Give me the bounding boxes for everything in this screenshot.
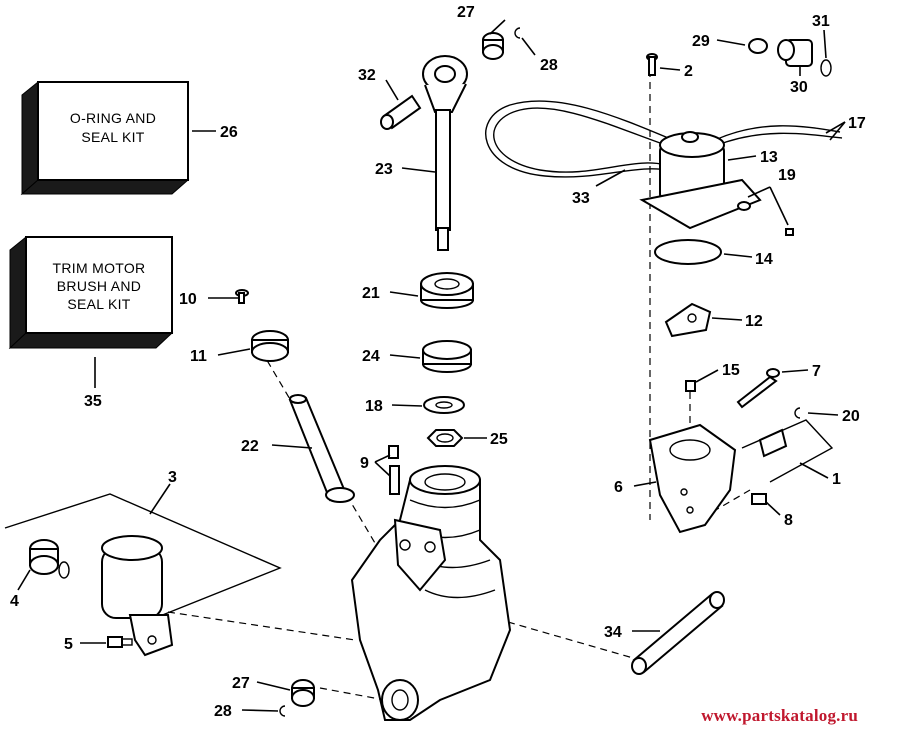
pin-32-part bbox=[380, 94, 422, 130]
callout-27-bottom: 27 bbox=[232, 675, 250, 692]
callout-15: 15 bbox=[722, 362, 740, 379]
callout-4: 4 bbox=[10, 593, 19, 610]
bushing-part bbox=[29, 539, 70, 579]
callout-33: 33 bbox=[572, 190, 590, 207]
callout-12: 12 bbox=[745, 313, 763, 330]
screw-8-part bbox=[751, 493, 767, 505]
callout-21: 21 bbox=[362, 285, 380, 302]
callout-19: 19 bbox=[778, 167, 796, 184]
callout-5: 5 bbox=[64, 636, 73, 653]
oring-seal-kit-box: O-RING AND SEAL KIT bbox=[20, 80, 190, 196]
screw-19-part bbox=[737, 201, 794, 236]
oring-kit-label-line2: SEAL KIT bbox=[81, 129, 144, 145]
bushing-27-bottom-part bbox=[291, 679, 315, 707]
callout-1: 1 bbox=[832, 471, 841, 488]
callout-leaders bbox=[17, 19, 846, 712]
bushing-27-top-part bbox=[482, 32, 504, 60]
callout-9: 9 bbox=[360, 455, 369, 472]
trim-kit-label-line1: TRIM MOTOR bbox=[53, 260, 146, 276]
callout-13: 13 bbox=[760, 149, 778, 166]
callout-8: 8 bbox=[784, 512, 793, 529]
trim-cylinder-housing bbox=[350, 465, 512, 721]
trim-motor-seal-kit-box: TRIM MOTOR BRUSH AND SEAL KIT bbox=[8, 235, 174, 350]
bracket-plane-outline bbox=[4, 493, 282, 621]
callout-28-top: 28 bbox=[540, 57, 558, 74]
callout-31: 31 bbox=[812, 13, 830, 30]
callout-numbers: 26 35 3 4 5 32 23 27 28 21 24 18 25 10 1… bbox=[10, 4, 866, 720]
reservoir-part bbox=[101, 535, 174, 657]
callout-14: 14 bbox=[755, 251, 773, 268]
set-screw-9-part bbox=[388, 445, 400, 495]
pump-6-part bbox=[648, 423, 788, 534]
washer-18-part bbox=[423, 396, 465, 414]
gasket-plane-1 bbox=[741, 419, 834, 483]
screw-10-part bbox=[235, 289, 249, 304]
clip-28-top-part bbox=[514, 27, 521, 39]
callout-32: 32 bbox=[358, 67, 376, 84]
callout-34: 34 bbox=[604, 624, 622, 641]
pin-34-part bbox=[631, 591, 725, 675]
callout-26: 26 bbox=[220, 124, 238, 141]
callout-29: 29 bbox=[692, 33, 710, 50]
filter-12-part bbox=[664, 302, 712, 338]
callout-30: 30 bbox=[790, 79, 808, 96]
oring-14-part bbox=[654, 239, 722, 265]
callout-28-bottom: 28 bbox=[214, 703, 232, 720]
callout-11: 11 bbox=[190, 348, 207, 365]
trim-kit-label-line3: SEAL KIT bbox=[67, 296, 130, 312]
screw-5-part bbox=[107, 636, 133, 648]
piston-21-part bbox=[420, 272, 474, 309]
callout-2: 2 bbox=[684, 63, 693, 80]
callout-24: 24 bbox=[362, 348, 380, 365]
callout-35: 35 bbox=[84, 393, 102, 410]
screw-2-part bbox=[646, 53, 658, 76]
trim-motor-13 bbox=[639, 131, 762, 230]
bolt-7-part bbox=[736, 368, 780, 409]
callout-27-top: 27 bbox=[457, 4, 475, 21]
callout-22: 22 bbox=[241, 438, 259, 455]
clip-28-bottom-part bbox=[279, 705, 286, 717]
callout-7: 7 bbox=[812, 363, 821, 380]
plug-29-30-31-part bbox=[748, 38, 832, 77]
tube-22-part bbox=[288, 394, 355, 503]
watermark-url: www.partskatalog.ru bbox=[701, 706, 858, 725]
callout-18: 18 bbox=[365, 398, 383, 415]
callout-10: 10 bbox=[179, 291, 197, 308]
screw-15-part bbox=[685, 380, 696, 392]
oring-kit-label-line1: O-RING AND bbox=[70, 110, 156, 126]
clip-20-part bbox=[794, 407, 801, 419]
callout-3: 3 bbox=[168, 469, 177, 486]
nut-25-part bbox=[426, 429, 464, 447]
piston-24-part bbox=[422, 340, 472, 373]
callout-17: 17 bbox=[848, 115, 866, 132]
callout-6: 6 bbox=[614, 479, 623, 496]
trim-kit-label-line2: BRUSH AND bbox=[57, 278, 141, 294]
callout-25: 25 bbox=[490, 431, 508, 448]
tilt-rod-part bbox=[422, 55, 468, 251]
callout-20: 20 bbox=[842, 408, 860, 425]
callout-23: 23 bbox=[375, 161, 393, 178]
cap-11-part bbox=[251, 330, 289, 362]
